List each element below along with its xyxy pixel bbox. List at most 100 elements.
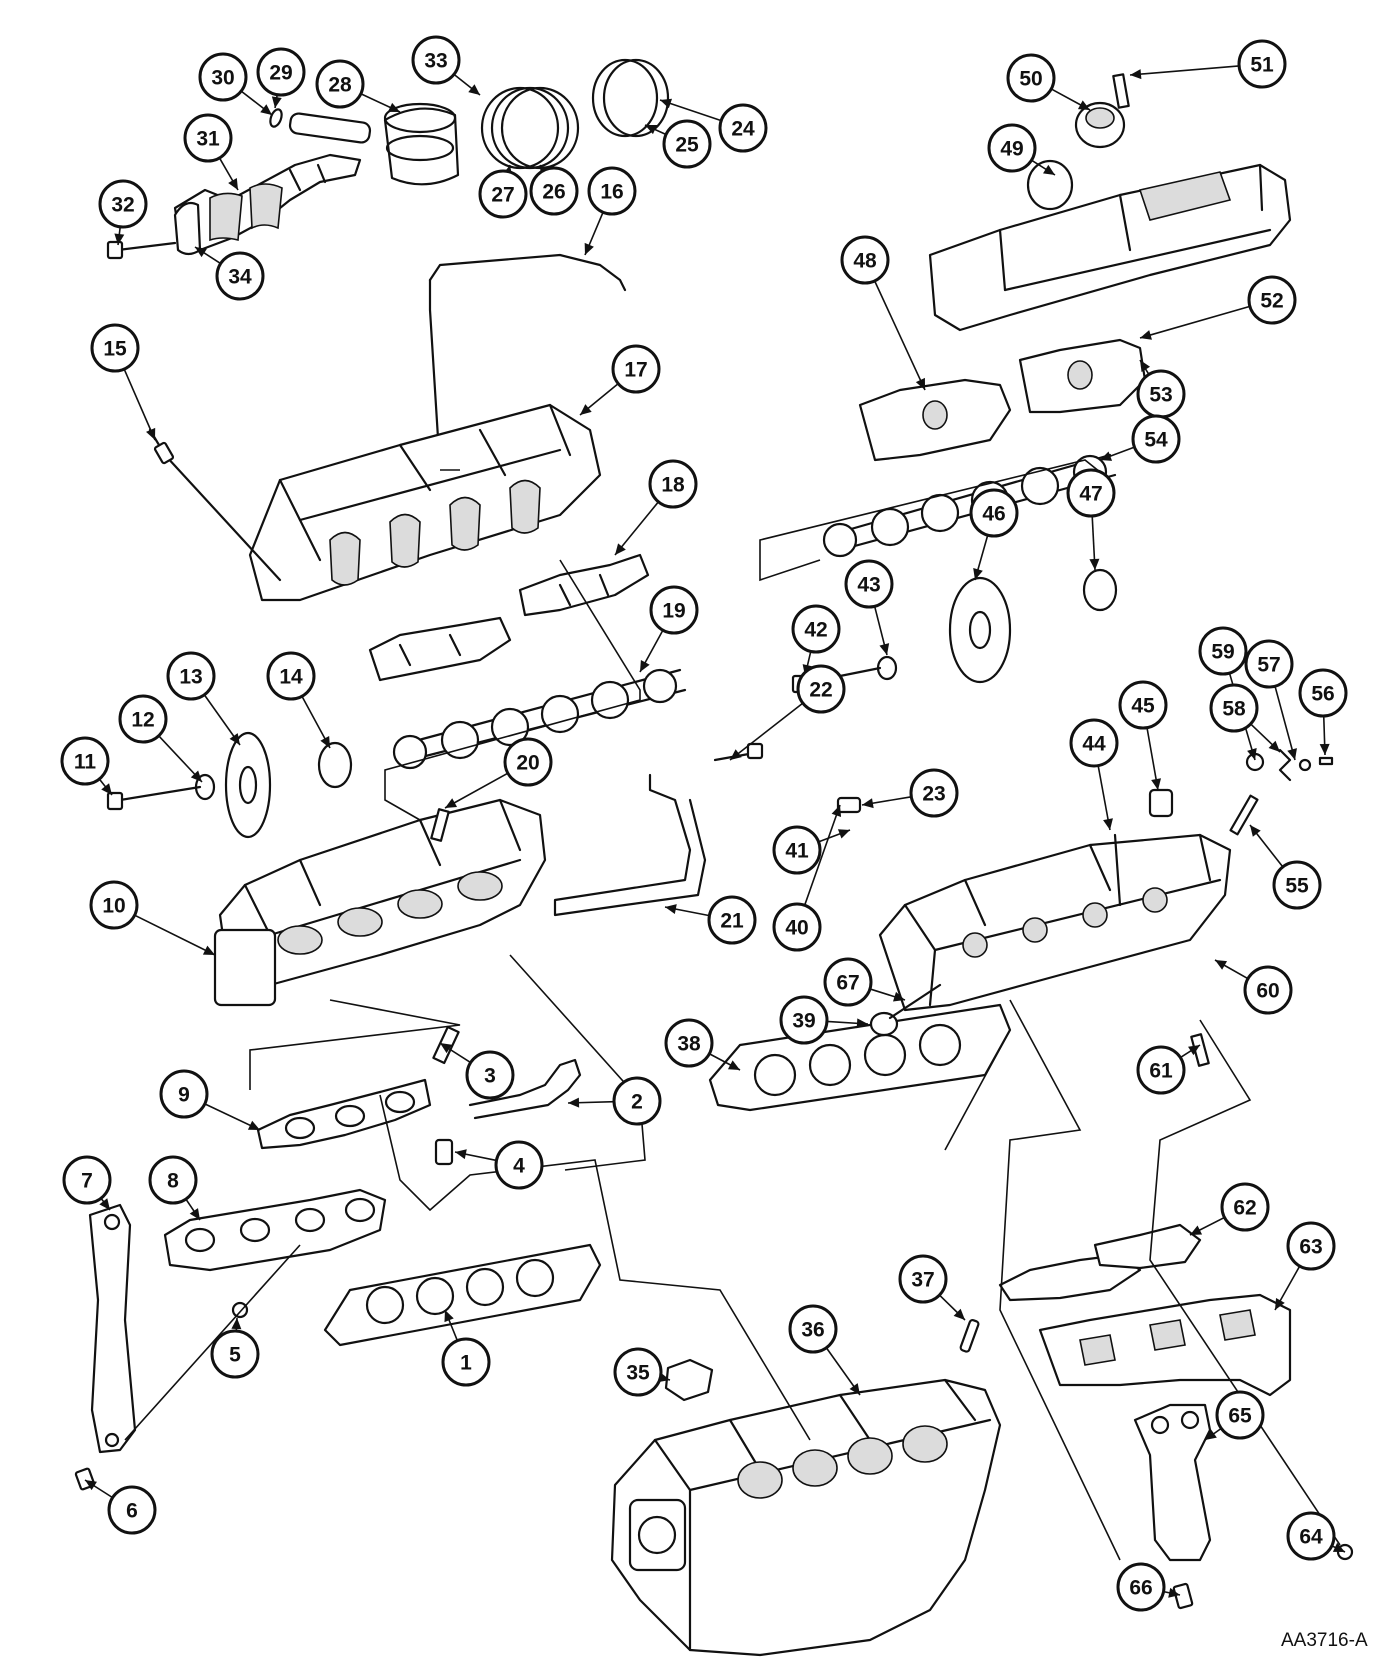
callout-arrowhead-47 xyxy=(1089,558,1100,570)
callout-number: 13 xyxy=(179,666,202,689)
callout-number: 37 xyxy=(911,1269,934,1292)
valve-cover-right xyxy=(928,159,1292,332)
callout-circle xyxy=(183,113,233,163)
callout-circle xyxy=(107,1485,157,1535)
callout-arrowhead-44 xyxy=(1103,818,1113,830)
piston-pin-retainer xyxy=(269,108,283,128)
callout-circle xyxy=(503,737,553,787)
callout-circle xyxy=(198,52,248,102)
callout-number: 57 xyxy=(1257,654,1280,677)
engine-block xyxy=(610,1378,1002,1657)
leader-head-gasket-left xyxy=(249,999,461,1090)
callout-number: 26 xyxy=(542,181,565,204)
callout-arrowhead-39 xyxy=(856,1018,868,1029)
callout-number: 14 xyxy=(279,666,303,689)
callout-number: 27 xyxy=(491,184,514,207)
callout-arrowhead-18 xyxy=(615,543,626,555)
callout-number: 58 xyxy=(1222,698,1246,721)
callout-number: 56 xyxy=(1311,683,1334,706)
callout-arrowhead-14 xyxy=(320,735,330,748)
callout-arrowhead-34 xyxy=(195,247,207,258)
leader-head-to-block-left xyxy=(509,954,646,1171)
rod-bearing-inserts xyxy=(209,183,283,242)
callout-7: 7 xyxy=(62,1155,112,1205)
callout-arrowhead-21 xyxy=(665,904,677,915)
head-gasket-left xyxy=(323,1243,602,1347)
intake-plenum-right xyxy=(998,1223,1202,1302)
callout-circle xyxy=(1286,1221,1336,1271)
valve-cover-left xyxy=(248,403,602,602)
callout-42: 42 xyxy=(791,604,841,654)
callout-arrowhead-25 xyxy=(645,124,658,135)
callout-17: 17 xyxy=(611,344,661,394)
callout-arrowhead-13 xyxy=(229,733,240,745)
callout-circle xyxy=(1131,414,1181,464)
callout-arrowhead-56 xyxy=(1319,743,1330,755)
callout-arrowhead-29 xyxy=(271,96,282,108)
coolant-tube xyxy=(553,773,707,917)
callout-number: 8 xyxy=(167,1170,179,1193)
callout-number: 46 xyxy=(982,503,1005,526)
callout-circle xyxy=(840,235,890,285)
camshaft-left xyxy=(392,668,687,770)
callout-49: 49 xyxy=(987,123,1037,173)
heat-shield-bolt-right xyxy=(1172,1582,1194,1610)
rod-cap xyxy=(173,201,202,256)
callout-pointer-57 xyxy=(1274,685,1296,761)
callout-circle xyxy=(707,895,757,945)
dowel-pin xyxy=(959,1318,980,1353)
callout-number: 29 xyxy=(269,62,292,85)
callout-number: 4 xyxy=(513,1155,525,1178)
callout-circle xyxy=(1006,53,1056,103)
callout-25: 25 xyxy=(662,119,712,169)
callout-38: 38 xyxy=(664,1018,714,1068)
callout-number: 24 xyxy=(731,118,755,141)
callout-number: 12 xyxy=(131,709,154,732)
callout-circle xyxy=(529,166,579,216)
callout-43: 43 xyxy=(844,559,894,609)
callout-arrowhead-64 xyxy=(1332,1542,1345,1552)
callout-number: 25 xyxy=(675,134,699,157)
callout-number: 52 xyxy=(1260,290,1283,313)
callout-circle xyxy=(1215,1390,1265,1440)
callout-arrowhead-17 xyxy=(580,404,592,415)
callout-5: 5 xyxy=(210,1329,260,1379)
callout-circle xyxy=(662,119,712,169)
callout-16: 16 xyxy=(587,166,637,216)
callout-number: 30 xyxy=(211,67,234,90)
callout-arrowhead-55 xyxy=(1250,825,1261,837)
callout-circle xyxy=(90,323,140,373)
callout-arrowhead-53 xyxy=(1140,360,1151,372)
callout-arrowhead-65 xyxy=(1205,1429,1217,1440)
callout-1: 1 xyxy=(441,1337,491,1387)
callout-arrowhead-36 xyxy=(849,1383,860,1395)
callout-51: 51 xyxy=(1237,39,1287,89)
callout-circle xyxy=(1237,39,1287,89)
callout-2: 2 xyxy=(612,1076,662,1126)
callout-number: 31 xyxy=(196,128,220,151)
callout-number: 64 xyxy=(1299,1526,1323,1549)
callout-number: 19 xyxy=(662,600,685,623)
callout-28: 28 xyxy=(315,59,365,109)
callout-arrowhead-58 xyxy=(1268,740,1280,752)
core-plug xyxy=(664,1358,714,1402)
callout-circle xyxy=(1066,468,1116,518)
callout-arrowhead-2 xyxy=(568,1097,580,1108)
callout-33: 33 xyxy=(411,35,461,85)
callout-circle xyxy=(1136,1045,1186,1095)
callout-18: 18 xyxy=(648,459,698,509)
callout-8: 8 xyxy=(148,1155,198,1205)
coolant-plug xyxy=(836,796,862,814)
oil-dipstick-tube xyxy=(428,253,627,472)
callout-arrowhead-59 xyxy=(1247,748,1257,760)
callout-number: 53 xyxy=(1149,384,1172,407)
callout-circle xyxy=(60,736,110,786)
callout-22: 22 xyxy=(796,664,846,714)
callout-circle xyxy=(210,1329,260,1379)
callout-arrowhead-37 xyxy=(953,1308,965,1320)
callout-55: 55 xyxy=(1272,860,1322,910)
callout-number: 17 xyxy=(624,359,647,382)
piston xyxy=(383,102,460,186)
callout-arrowhead-16 xyxy=(584,242,594,255)
